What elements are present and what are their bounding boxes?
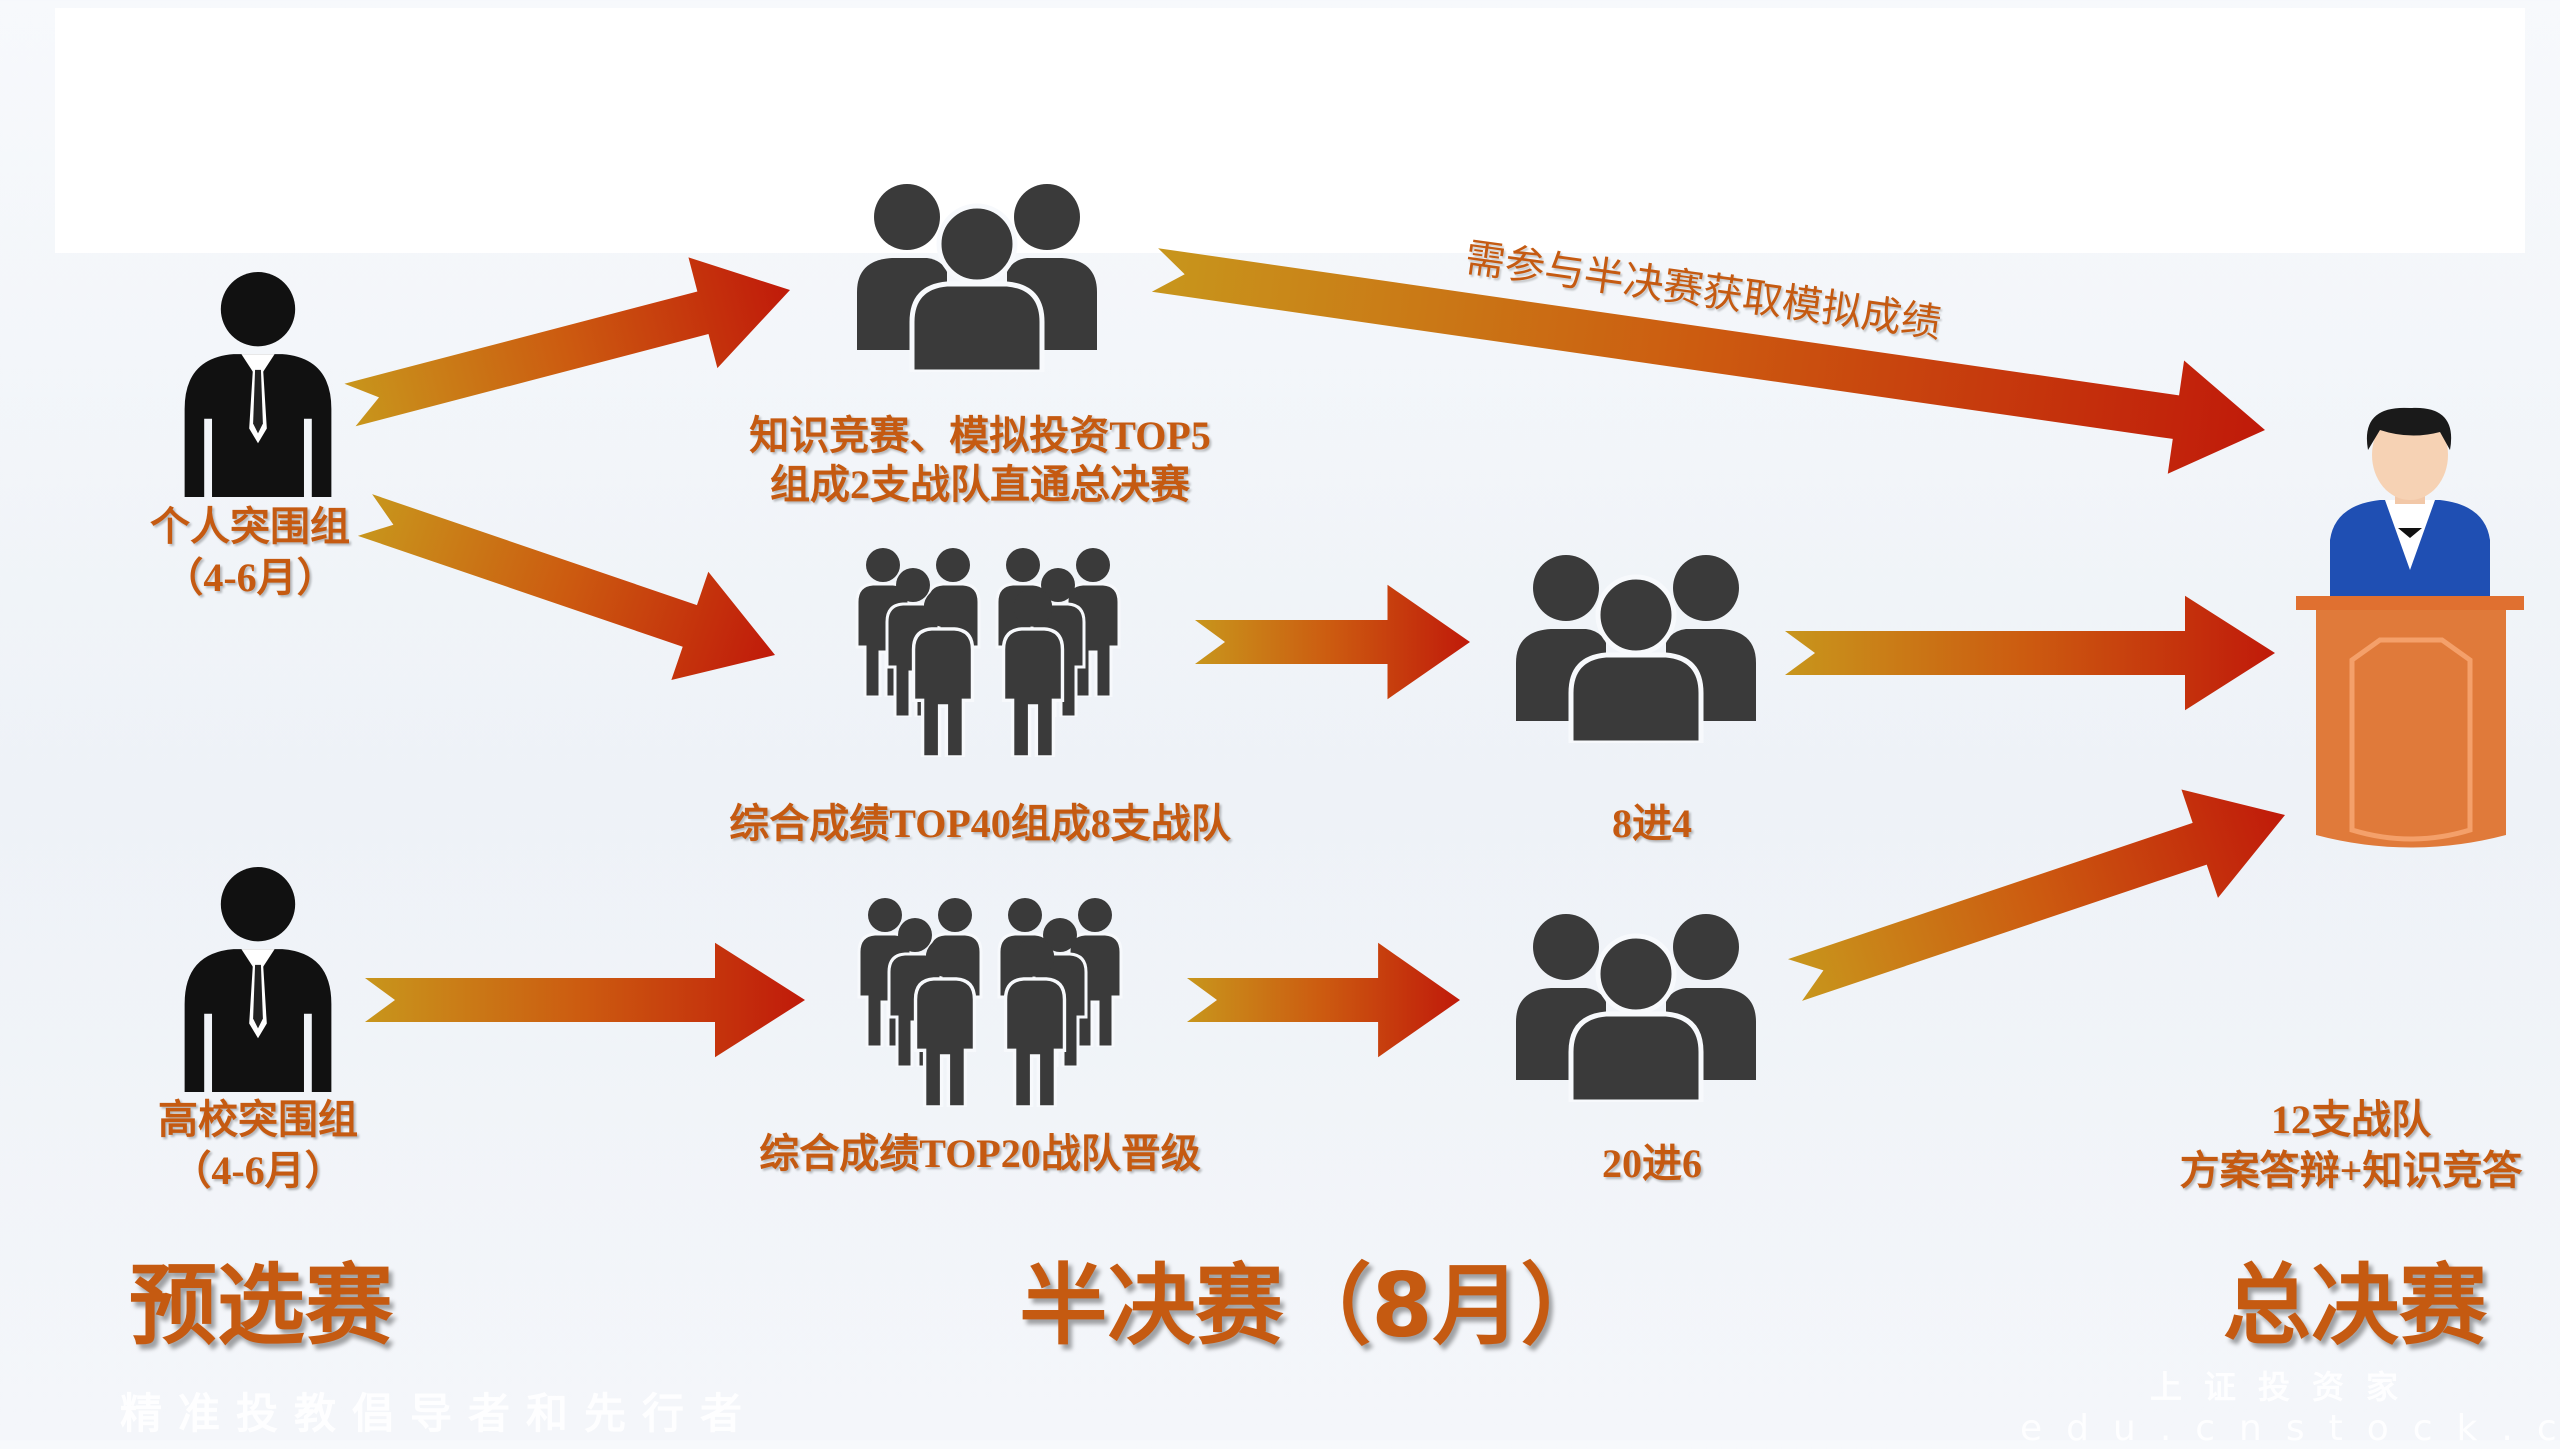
arrow-top40-to-8to4 bbox=[1195, 584, 1470, 700]
college-period-label: （4-6月） bbox=[171, 1148, 345, 1193]
stage-title-final: 总决赛 bbox=[2222, 1254, 2488, 1357]
team-icon-8to4 bbox=[1516, 555, 1756, 743]
arrow-top20-to-20to6 bbox=[1187, 942, 1460, 1058]
twenty-to-six-label: 20进6 bbox=[1602, 1141, 1702, 1186]
top40-label: 综合成绩TOP40组成8支战队 bbox=[729, 801, 1231, 846]
team-icon-top5 bbox=[857, 184, 1097, 372]
crowd-icon-top20 bbox=[859, 898, 1121, 1107]
speaker-podium-icon bbox=[2296, 407, 2524, 848]
arrow-8to4-to-final bbox=[1785, 595, 2275, 711]
watermark-url: edu.cnstock.com bbox=[2020, 1408, 2560, 1449]
final-label-line1: 12支战队 bbox=[2271, 1097, 2431, 1142]
college-group-label: 高校突围组 bbox=[158, 1097, 358, 1142]
top5-label-line1: 知识竞赛、模拟投资TOP5 bbox=[749, 413, 1211, 458]
watermark-brand: 上证投资家 bbox=[2150, 1368, 2421, 1406]
top5-label-line2: 组成2支战队直通总决赛 bbox=[770, 462, 1190, 507]
eight-to-four-label: 8进4 bbox=[1612, 801, 1692, 846]
person-tie-icon-individual bbox=[184, 272, 332, 497]
arrow-individual-to-top40 bbox=[357, 494, 776, 681]
top20-label: 综合成绩TOP20战队晋级 bbox=[759, 1131, 1201, 1176]
stage-title-semifinal: 半决赛（8月） bbox=[1019, 1254, 1609, 1357]
arrow-college-to-top20 bbox=[365, 942, 805, 1058]
arrow-individual-to-top5 bbox=[344, 257, 791, 427]
header-band bbox=[55, 8, 2525, 253]
arrow-top5-to-final bbox=[1151, 248, 2266, 474]
arrow-20to6-to-final bbox=[1787, 789, 2285, 1001]
crowd-icon-top40 bbox=[857, 548, 1119, 757]
person-tie-icon-college bbox=[184, 867, 332, 1092]
individual-period-label: （4-6月） bbox=[163, 555, 337, 600]
final-label-line2: 方案答辩+知识竞答 bbox=[2179, 1148, 2523, 1193]
individual-group-label: 个人突围组 bbox=[150, 504, 350, 549]
stage-title-preliminary: 预选赛 bbox=[128, 1254, 394, 1357]
team-icon-20to6 bbox=[1516, 914, 1756, 1102]
watermark-slogan: 精准投教倡导者和先行者 bbox=[120, 1389, 759, 1438]
